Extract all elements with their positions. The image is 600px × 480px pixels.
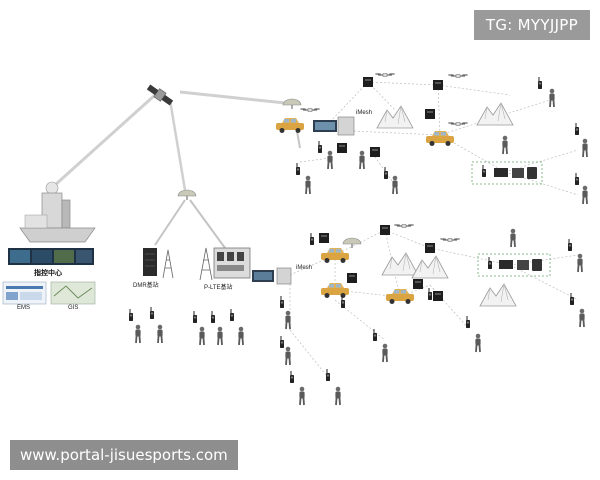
plte-equipment-icon — [213, 247, 251, 279]
person-icon — [474, 332, 482, 353]
radio-icon — [372, 328, 378, 342]
person-icon — [334, 385, 342, 406]
radio-icon — [569, 292, 575, 306]
person-icon — [581, 184, 589, 205]
vehicle-icon — [276, 118, 304, 133]
imesh-top-label: iMesh — [356, 110, 373, 116]
person-icon — [134, 323, 142, 344]
plte-station-label: P-LTE基站 — [204, 285, 233, 291]
drone-icon — [447, 73, 469, 78]
person-icon — [581, 137, 589, 158]
equipment-group-top — [471, 161, 543, 185]
header-tag: TG: MYYJJPP — [473, 10, 590, 40]
command-building-icon — [19, 181, 96, 243]
radio-icon — [465, 315, 471, 329]
radio-icon — [574, 122, 580, 136]
dish-icon — [177, 189, 197, 201]
person-icon — [284, 345, 292, 366]
command-screens — [8, 248, 94, 265]
person-icon — [509, 227, 517, 248]
ems-label: EMS — [17, 305, 31, 311]
mesh-node-icon — [319, 233, 329, 243]
person-icon — [156, 323, 164, 344]
mesh-node-icon — [433, 291, 443, 301]
command-center-label: 指控中心 — [34, 270, 62, 277]
mesh-equipment-icon — [313, 116, 355, 136]
vehicle-icon — [426, 131, 454, 146]
person-icon — [358, 149, 366, 170]
network-links — [53, 90, 301, 249]
radio-icon — [574, 172, 580, 186]
vehicle-icon — [321, 283, 349, 298]
radio-icon — [192, 310, 198, 324]
person-icon — [198, 325, 206, 346]
mesh-node-icon — [363, 77, 373, 87]
drone-icon — [299, 107, 321, 112]
vehicle-icon — [386, 289, 414, 304]
radio-icon — [537, 76, 543, 90]
mountain-icon — [476, 102, 514, 126]
person-icon — [326, 149, 334, 170]
mountain-icon — [411, 255, 449, 279]
radio-icon — [128, 308, 134, 322]
drone-icon — [439, 237, 461, 242]
radio-icon — [567, 238, 573, 252]
radio-icon — [279, 335, 285, 349]
tower-icon — [199, 247, 213, 281]
mesh-node-icon — [413, 279, 423, 289]
gis-label: GIS — [68, 305, 79, 311]
drone-icon — [374, 72, 396, 77]
core-network-icon — [252, 267, 292, 285]
dish-icon — [282, 98, 302, 110]
tower-icon — [162, 249, 174, 279]
person-icon — [501, 134, 509, 155]
radio-icon — [383, 166, 389, 180]
watermark: www.portal-jisuesports.com — [10, 440, 238, 470]
person-icon — [391, 174, 399, 195]
imesh-mid-label: iMesh — [296, 265, 313, 271]
drone-icon — [393, 223, 415, 228]
drone-icon — [447, 121, 469, 126]
person-icon — [381, 342, 389, 363]
mountain-icon — [376, 105, 414, 129]
radio-icon — [210, 310, 216, 324]
radio-icon — [279, 295, 285, 309]
person-icon — [216, 325, 224, 346]
radio-icon — [149, 306, 155, 320]
person-icon — [237, 325, 245, 346]
person-icon — [304, 174, 312, 195]
mesh-node-icon — [337, 143, 347, 153]
person-icon — [284, 309, 292, 330]
radio-icon — [289, 370, 295, 384]
radio-icon — [309, 232, 315, 246]
gis-screen — [50, 281, 96, 305]
mesh-node-icon — [347, 273, 357, 283]
person-icon — [548, 87, 556, 108]
radio-icon — [229, 308, 235, 322]
person-icon — [298, 385, 306, 406]
satellite-icon — [146, 84, 174, 106]
radio-icon — [325, 368, 331, 382]
mesh-node-icon — [425, 109, 435, 119]
mesh-node-icon — [425, 243, 435, 253]
person-icon — [578, 307, 586, 328]
mesh-node-icon — [370, 147, 380, 157]
ems-screen — [2, 281, 47, 305]
radio-icon — [317, 140, 323, 154]
dish-icon — [342, 237, 362, 249]
dmr-station-label: DMR基站 — [133, 283, 159, 289]
equipment-group-mid — [477, 253, 551, 277]
mesh-node-icon — [433, 80, 443, 90]
mesh-node-icon — [380, 225, 390, 235]
person-icon — [576, 252, 584, 273]
radio-icon — [427, 287, 433, 301]
mountain-icon — [381, 252, 419, 276]
radio-icon — [295, 162, 301, 176]
dmr-cabinet-icon — [143, 248, 157, 276]
mountain-icon — [479, 283, 517, 307]
